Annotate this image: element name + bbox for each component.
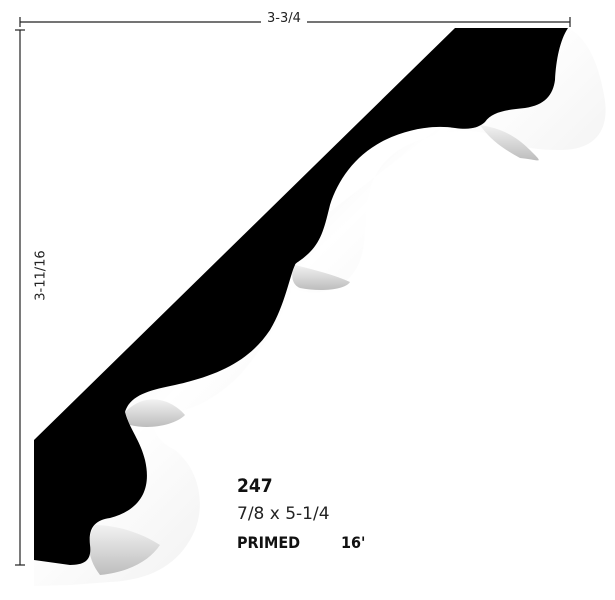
- height-dimension-label: 3-11/16: [33, 239, 49, 312]
- length-text: 16': [341, 533, 366, 552]
- finish-text: PRIMED: [237, 533, 301, 552]
- size-text: 7/8 x 5-1/4: [237, 504, 330, 524]
- molding-back: [34, 28, 568, 565]
- molding-lip-mid: [292, 265, 350, 290]
- height-dimension: [15, 29, 25, 566]
- molding-lip-upper: [480, 125, 539, 161]
- molding-lip-low: [125, 399, 185, 427]
- width-dimension-label: 3-3/4: [261, 11, 307, 26]
- molding-lip-bottom: [88, 525, 160, 575]
- model-number: 247: [237, 475, 273, 497]
